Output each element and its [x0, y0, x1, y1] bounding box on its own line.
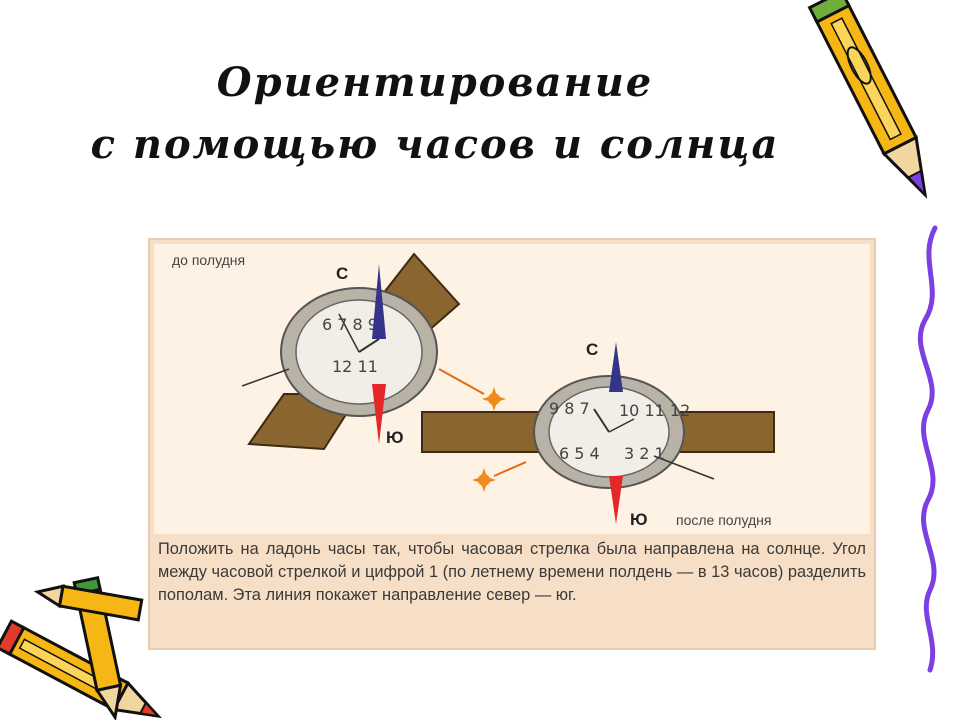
svg-text:10 11 12: 10 11 12	[619, 401, 690, 420]
svg-text:12 11: 12 11	[332, 357, 378, 376]
illustration-area: 6 7 8 9 12 11	[154, 244, 870, 534]
title-line-2: с помощью часов и солнца	[90, 121, 780, 168]
watch-icon-2: 9 8 7 10 11 12 6 5 4 3 2 1	[421, 375, 775, 489]
title-line-1: Ориентирование	[216, 59, 654, 106]
svg-text:9 8 7: 9 8 7	[549, 399, 590, 418]
label-south-2: Ю	[630, 510, 648, 529]
label-north-1: С	[336, 264, 349, 283]
svg-text:6 5 4: 6 5 4	[559, 444, 600, 463]
watch-icon: 6 7 8 9 12 11	[241, 252, 461, 451]
label-before-noon: до полудня	[172, 252, 246, 268]
slide-title: Ориентирование с помощью часов и солнца	[0, 52, 870, 176]
svg-text:6 7 8 9: 6 7 8 9	[322, 315, 378, 334]
label-north-2: С	[586, 340, 599, 359]
sun-icon-2	[472, 461, 527, 492]
compass-needle-icon	[372, 264, 386, 444]
watch-compass-diagram: 6 7 8 9 12 11	[241, 252, 775, 524]
orientation-figure: 6 7 8 9 12 11	[148, 238, 876, 650]
label-after-noon: после полудня	[676, 512, 772, 528]
compass-needle-icon-2	[609, 342, 623, 524]
label-south-1: Ю	[386, 428, 404, 447]
instruction-caption: Положить на ладонь часы так, чтобы часов…	[158, 540, 866, 604]
svg-text:3 2 1: 3 2 1	[624, 444, 665, 463]
sun-icon	[438, 368, 506, 411]
